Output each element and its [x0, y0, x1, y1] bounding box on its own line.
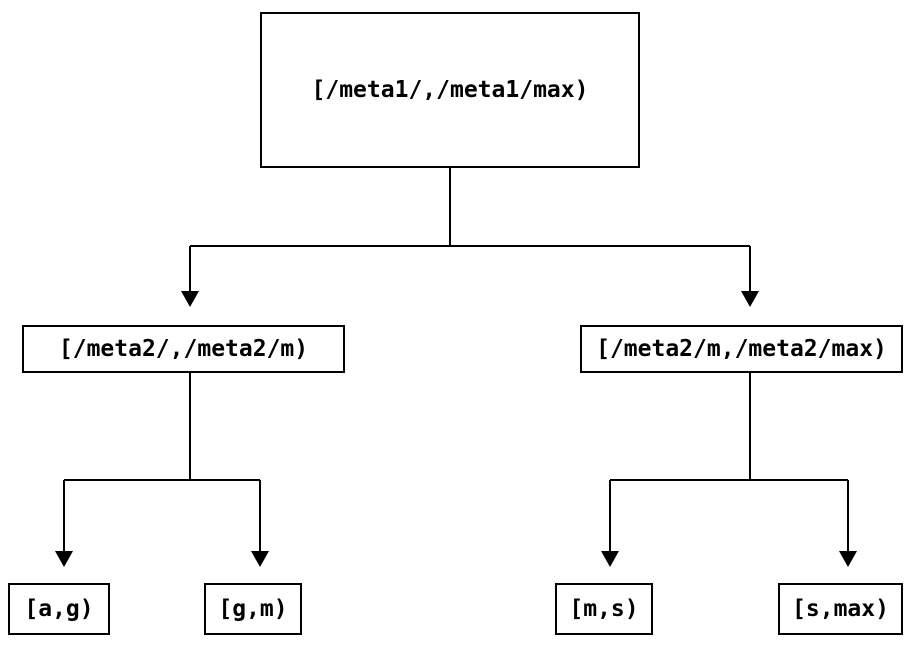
node-leaf-a-g-label: [a,g) [24, 596, 94, 622]
node-leaf-m-s: [m,s) [555, 583, 653, 635]
node-leaf-g-m: [g,m) [204, 583, 302, 635]
node-root-label: [/meta1/,/meta1/max) [311, 77, 589, 103]
arrowhead-leaf-smax [839, 551, 857, 567]
arrowhead-leaf-gm [251, 551, 269, 567]
node-leaf-s-max-label: [s,max) [792, 596, 889, 622]
node-left-child-label: [/meta2/,/meta2/m) [58, 336, 309, 362]
node-leaf-s-max: [s,max) [778, 583, 903, 635]
arrowhead-leaf-ag [55, 551, 73, 567]
node-root: [/meta1/,/meta1/max) [260, 12, 640, 168]
node-right-child: [/meta2/m,/meta2/max) [580, 325, 903, 373]
node-leaf-a-g: [a,g) [8, 583, 110, 635]
node-leaf-g-m-label: [g,m) [218, 596, 288, 622]
arrowhead-left-child [181, 291, 199, 307]
node-leaf-m-s-label: [m,s) [569, 596, 639, 622]
arrowhead-right-child [741, 291, 759, 307]
node-left-child: [/meta2/,/meta2/m) [22, 325, 345, 373]
node-right-child-label: [/meta2/m,/meta2/max) [596, 336, 887, 362]
arrowhead-leaf-ms [601, 551, 619, 567]
